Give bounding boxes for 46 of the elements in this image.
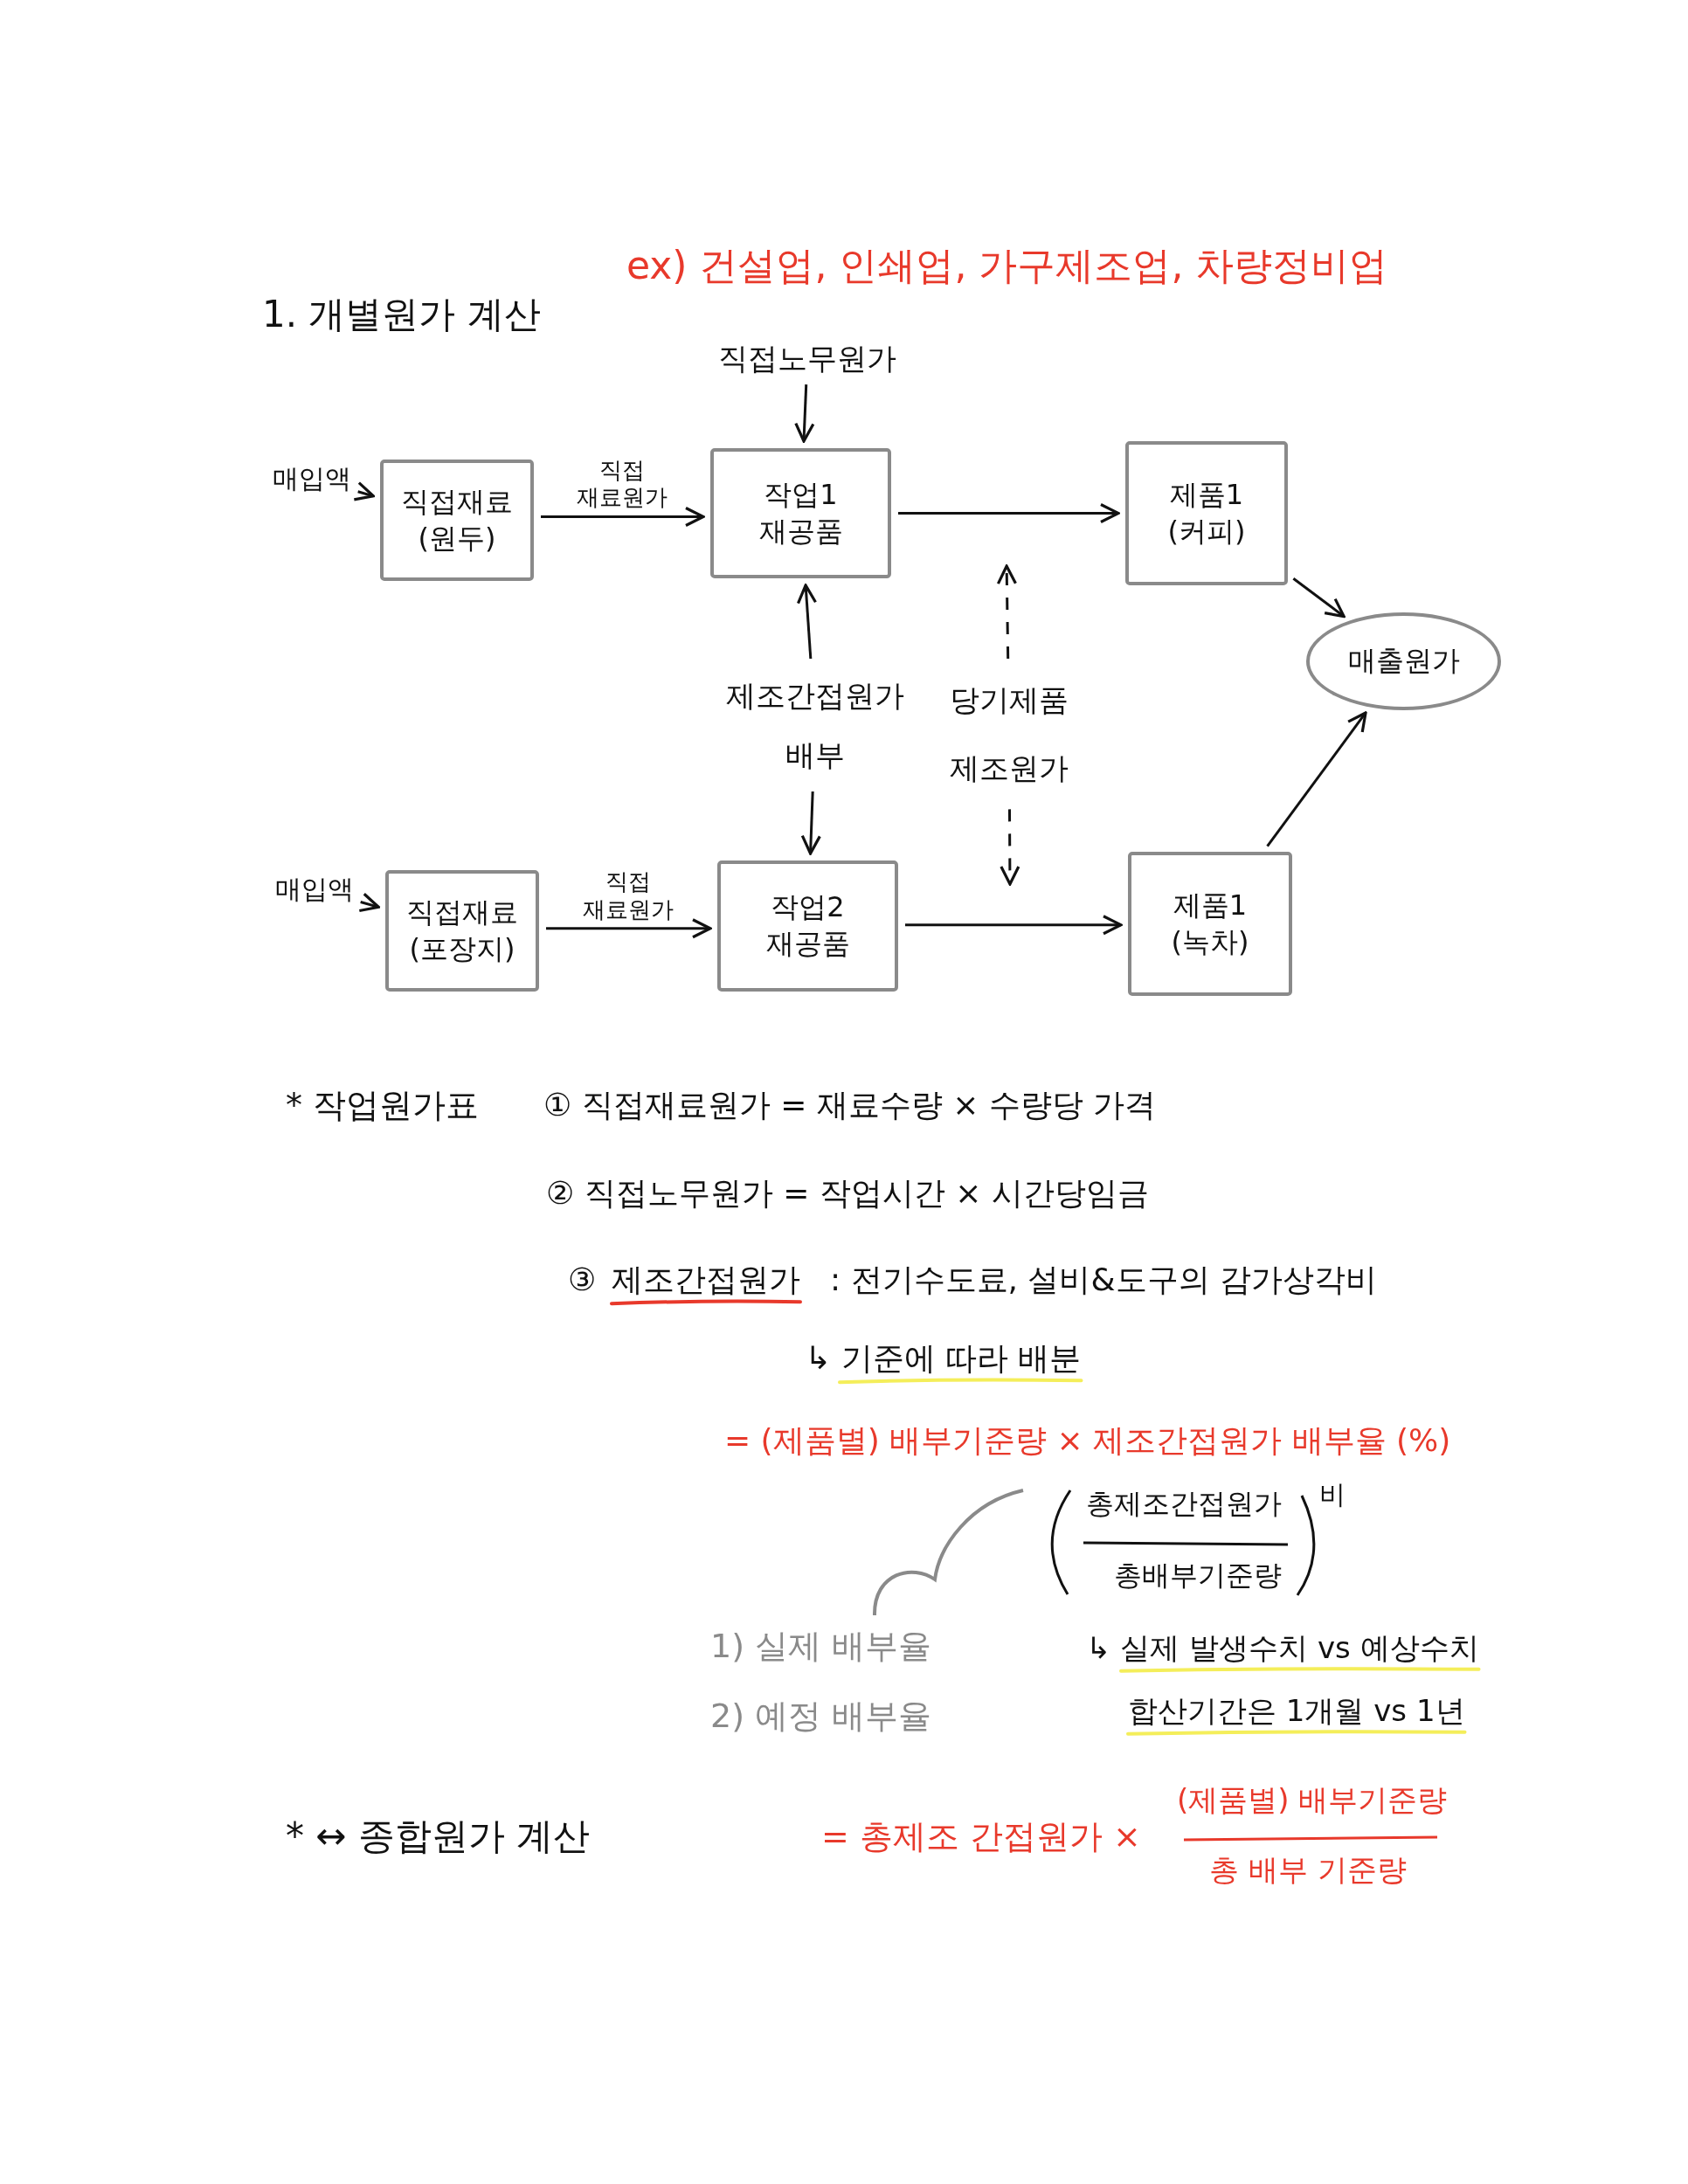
numerator-text: 총제조간접원가 [1086,1487,1282,1521]
note-text: ↳ 실제 발생수치 vs 예상수치 [1086,1630,1479,1666]
note-text: 제조간접원가 [612,1261,800,1299]
numerator-text: (제품별) 배부기준량 [1177,1782,1448,1818]
formula-text: = (제품별) 배부기준량 × 제조간접원가 배부율 (%) [724,1421,1451,1460]
process-box: 직접재료 (원두) [380,460,534,581]
note-heading: * ↔ 종합원가 계산 [286,1814,591,1859]
result-ellipse: 매출원가 [1306,612,1501,710]
arrow [898,502,1120,524]
note-text: : 전기수도료, 설비&도구의 감가상각비 [830,1261,1377,1299]
note-text: ex) 건설업, 인쇄업, 가구제조업, 차량정비업 [626,243,1388,289]
node-text: 직접노무원가 [718,339,896,378]
node-text: 매입액 [273,461,351,495]
arrow [796,584,818,660]
note-heading: * 작업원가표 [286,1086,480,1126]
arrow [800,791,821,855]
denominator-text: 총 배부 기준량 [1209,1852,1407,1888]
node-text: 당기제품 제조원가 [944,666,1075,803]
heading: 1. 개별원가 계산 [262,293,541,337]
process-box: 제품1 (커피) [1125,441,1288,585]
note-text: ① 직접재료원가 = 재료수량 × 수량당 가격 [543,1086,1157,1124]
arrow [1292,577,1346,619]
list-number: ③ [568,1261,597,1299]
arrow [905,915,1123,936]
arrow [352,481,375,501]
denominator-text: 총배부기준량 [1114,1559,1282,1593]
process-box: 직접재료 (포장지) [385,870,539,992]
process-box: 제품1 (녹차) [1128,852,1292,996]
arrow [996,564,1017,660]
list-item: 2) 예정 배부율 [710,1697,932,1737]
process-box: 작업2 재공품 [717,860,898,992]
process-box: 작업1 재공품 [710,448,891,578]
note-text: 합산기간은 1개월 vs 1년 [1128,1693,1465,1729]
arrow [541,506,705,528]
note-text: ② 직접노무원가 = 작업시간 × 시간당임금 [546,1174,1149,1213]
arrow [794,384,815,443]
arrow [1266,711,1367,847]
list-item: 1) 실제 배부율 [710,1627,932,1667]
arrow [546,918,712,939]
arrow [357,892,380,913]
node-text: 제조간접원가 배부 [723,666,907,784]
formula-text: = 총제조 간접원가 × [821,1817,1141,1857]
note-text: 비 [1319,1479,1346,1510]
arrow [1000,809,1020,886]
node-text: 매입액 [275,872,354,906]
note-text: ↳ 기준에 따라 배분 [805,1339,1082,1378]
